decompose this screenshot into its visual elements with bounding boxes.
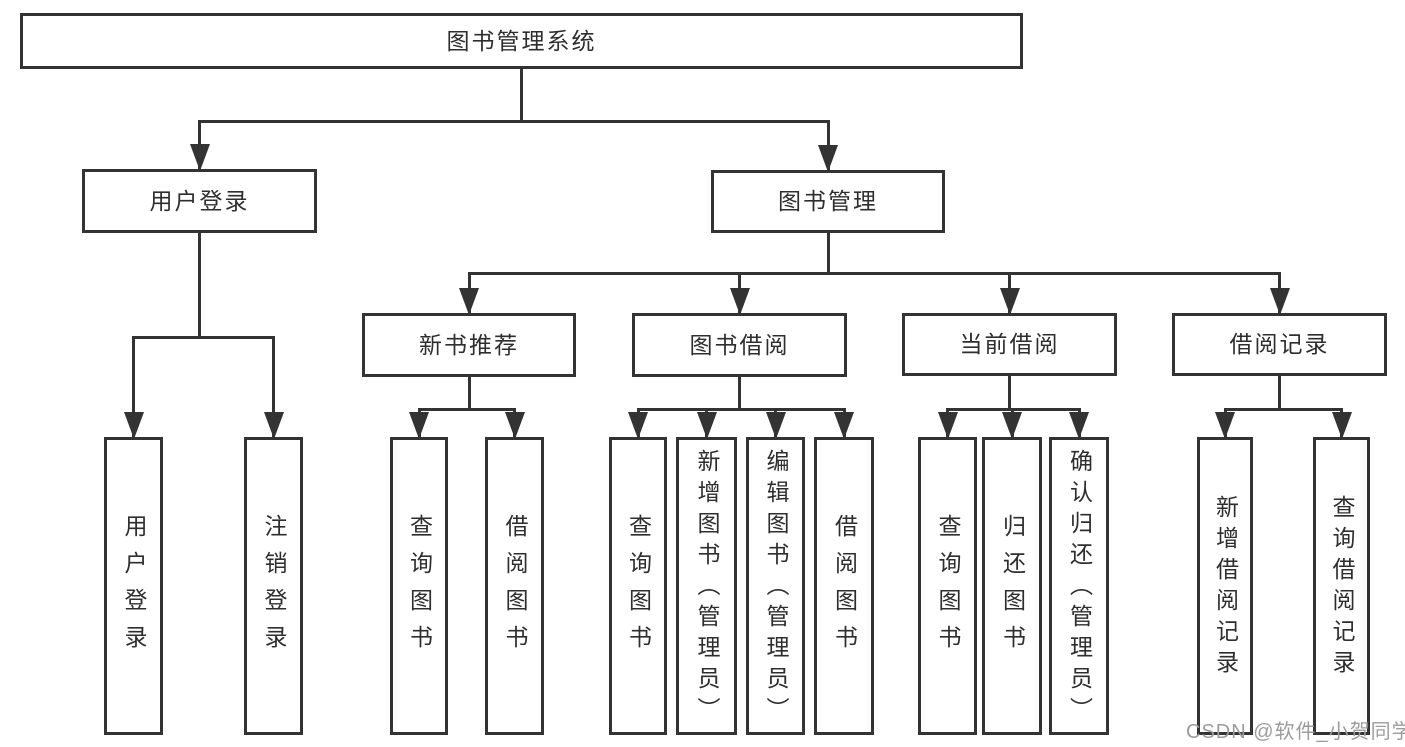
- arrow-down-icon-leaf-rec2-query: [1331, 412, 1352, 439]
- node-leaf-bor-edit: 编辑图书（管理员）: [746, 437, 805, 735]
- arrow-down-icon-leaf-bor-edit: [765, 412, 786, 439]
- arrow-down-icon-leaf-bor-borrow: [834, 412, 854, 439]
- connector-stem-current-borrow: [1008, 376, 1011, 411]
- node-user-login: 用户登录: [82, 169, 317, 233]
- arrow-down-icon-leaf-rec2-add: [1215, 412, 1235, 439]
- node-leaf-bor-add: 新增图书（管理员）: [676, 437, 737, 735]
- node-leaf-rec2-add: 新增借阅记录: [1197, 437, 1253, 735]
- connector-branch-root: [198, 120, 830, 123]
- arrow-down-icon-leaf-cur-confirm: [1069, 412, 1089, 439]
- connector-branch-new-book-rec: [417, 408, 516, 411]
- arrow-down-icon-book-mgmt: [818, 145, 838, 172]
- connector-stem-root: [520, 69, 523, 123]
- node-leaf-rec-borrow: 借阅图书: [485, 437, 544, 735]
- connector-branch-borrow-record: [1223, 408, 1343, 411]
- node-book-borrow: 图书借阅: [632, 313, 847, 377]
- node-leaf-bor-borrow: 借阅图书: [814, 437, 874, 735]
- connector-branch-book-mgmt: [467, 272, 1281, 275]
- arrow-down-icon-leaf-user-login: [123, 412, 144, 439]
- node-leaf-logout: 注销登录: [244, 437, 303, 735]
- arrow-down-icon-leaf-bor-query: [628, 412, 648, 439]
- arrow-down-icon-leaf-bor-add: [696, 412, 717, 439]
- connector-stem-new-book-rec: [467, 377, 471, 411]
- node-leaf-rec-query: 查询图书: [390, 437, 448, 735]
- arrow-down-icon-leaf-rec-query: [409, 412, 429, 439]
- node-root: 图书管理系统: [20, 13, 1023, 69]
- csdn-watermark: CSDN @软件_小贺同学: [1186, 721, 1405, 743]
- node-leaf-rec2-query: 查询借阅记录: [1313, 437, 1370, 735]
- arrow-down-icon-new-book-rec: [459, 288, 479, 315]
- node-leaf-bor-query: 查询图书: [609, 437, 667, 735]
- connector-stem-book-mgmt: [826, 233, 830, 275]
- connector-drop-leaf-user-login: [132, 336, 135, 437]
- node-current-borrow: 当前借阅: [902, 313, 1117, 376]
- arrow-down-icon-borrow-record: [1269, 288, 1290, 315]
- connector-branch-user-login: [132, 336, 275, 339]
- node-leaf-user-login: 用户登录: [104, 437, 163, 735]
- connector-stem-borrow-record: [1278, 376, 1281, 411]
- connector-stem-book-borrow: [738, 377, 741, 411]
- arrow-down-icon-book-borrow: [729, 288, 750, 315]
- arrow-down-icon-leaf-cur-return: [1002, 412, 1022, 439]
- arrow-down-icon-leaf-rec-borrow: [504, 412, 525, 439]
- arrow-down-icon-leaf-cur-query: [937, 412, 958, 439]
- arrow-down-icon-user-login: [189, 144, 210, 171]
- arrow-down-icon-current-borrow: [999, 288, 1020, 315]
- node-leaf-cur-query: 查询图书: [918, 437, 977, 735]
- arrow-down-icon-leaf-logout: [263, 412, 284, 439]
- connector-stem-user-login: [198, 233, 201, 339]
- connector-drop-leaf-logout: [272, 336, 275, 437]
- node-leaf-cur-confirm: 确认归还（管理员）: [1049, 437, 1109, 735]
- node-new-book-rec: 新书推荐: [362, 313, 576, 377]
- connector-branch-book-borrow: [636, 408, 846, 411]
- node-book-mgmt: 图书管理: [711, 170, 945, 233]
- node-borrow-record: 借阅记录: [1172, 313, 1387, 376]
- node-leaf-cur-return: 归还图书: [982, 437, 1042, 735]
